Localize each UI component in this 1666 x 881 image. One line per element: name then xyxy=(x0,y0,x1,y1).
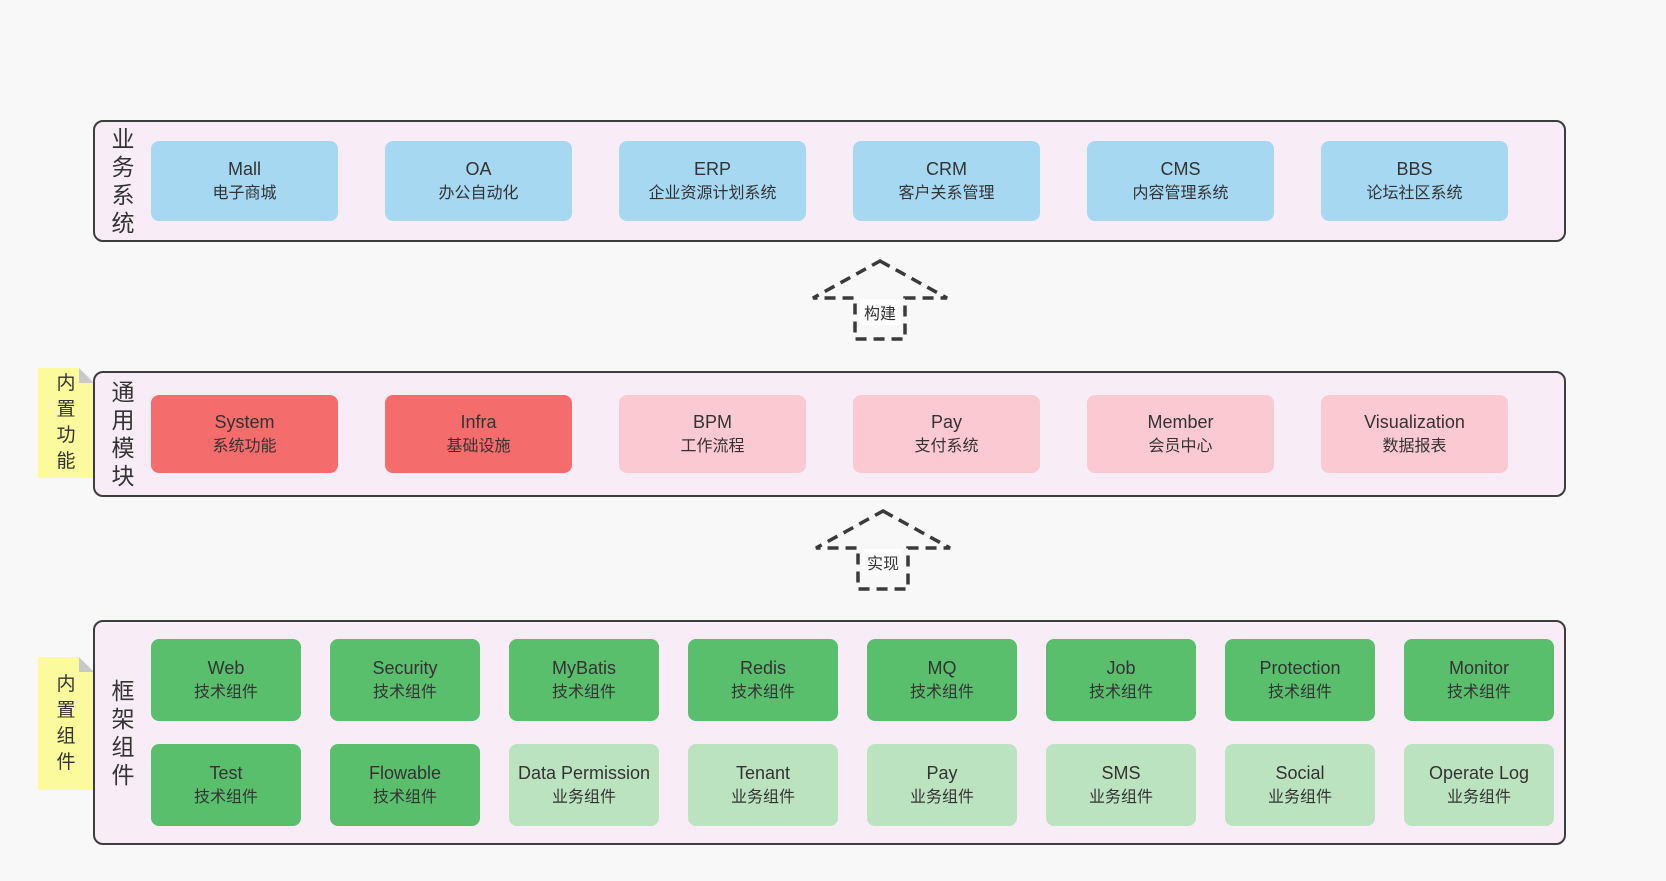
box-web: Web 技术组件 xyxy=(151,639,301,721)
arrow-build-label: 构建 xyxy=(859,299,901,325)
note-built-in-components: 内置组件 xyxy=(38,657,94,790)
panel-framework-components: 框架组件 Web 技术组件 Security 技术组件 MyBatis 技术组件… xyxy=(93,620,1566,845)
box-monitor: Monitor 技术组件 xyxy=(1404,639,1554,721)
box-mq: MQ 技术组件 xyxy=(867,639,1017,721)
box-crm: CRM 客户关系管理 xyxy=(853,141,1040,221)
box-tenant: Tenant 业务组件 xyxy=(688,744,838,826)
box-sms: SMS 业务组件 xyxy=(1046,744,1196,826)
box-infra: Infra 基础设施 xyxy=(385,395,572,473)
box-operate-log: Operate Log 业务组件 xyxy=(1404,744,1554,826)
component-row-1: Web 技术组件 Security 技术组件 MyBatis 技术组件 Redi… xyxy=(151,639,1564,721)
arrow-implement: 实现 xyxy=(813,508,953,592)
box-mall: Mall 电子商城 xyxy=(151,141,338,221)
note-built-in-features: 内置功能 xyxy=(38,368,94,478)
box-bpm: BPM 工作流程 xyxy=(619,395,806,473)
layer-label-components: 框架组件 xyxy=(111,677,135,788)
box-erp: ERP 企业资源计划系统 xyxy=(619,141,806,221)
folded-corner-icon xyxy=(79,368,94,383)
panel-business-systems: 业务系统 Mall 电子商城 OA 办公自动化 ERP 企业资源计划系统 CRM… xyxy=(93,120,1566,242)
component-boxes: Web 技术组件 Security 技术组件 MyBatis 技术组件 Redi… xyxy=(151,639,1564,826)
box-redis: Redis 技术组件 xyxy=(688,639,838,721)
box-oa: OA 办公自动化 xyxy=(385,141,572,221)
box-pay-module: Pay 支付系统 xyxy=(853,395,1040,473)
block-arrow-up-icon xyxy=(815,509,951,591)
panel-common-modules: 通用模块 System 系统功能 Infra 基础设施 BPM 工作流程 Pay… xyxy=(93,371,1566,497)
layer-label-modules: 通用模块 xyxy=(111,379,135,489)
box-flowable: Flowable 技术组件 xyxy=(330,744,480,826)
module-boxes: System 系统功能 Infra 基础设施 BPM 工作流程 Pay 支付系统… xyxy=(151,395,1564,473)
layer-label-business: 业务系统 xyxy=(111,126,135,236)
arrow-implement-label: 实现 xyxy=(862,549,904,575)
component-row-2: Test 技术组件 Flowable 技术组件 Data Permission … xyxy=(151,744,1564,826)
box-social: Social 业务组件 xyxy=(1225,744,1375,826)
box-protection: Protection 技术组件 xyxy=(1225,639,1375,721)
box-pay-component: Pay 业务组件 xyxy=(867,744,1017,826)
box-visualization: Visualization 数据报表 xyxy=(1321,395,1508,473)
box-bbs: BBS 论坛社区系统 xyxy=(1321,141,1508,221)
box-data-permission: Data Permission 业务组件 xyxy=(509,744,659,826)
arrow-build: 构建 xyxy=(810,258,950,342)
box-member: Member 会员中心 xyxy=(1087,395,1274,473)
box-mybatis: MyBatis 技术组件 xyxy=(509,639,659,721)
box-system: System 系统功能 xyxy=(151,395,338,473)
box-job: Job 技术组件 xyxy=(1046,639,1196,721)
block-arrow-up-icon xyxy=(812,259,948,341)
box-cms: CMS 内容管理系统 xyxy=(1087,141,1274,221)
folded-corner-icon xyxy=(79,657,94,672)
business-boxes: Mall 电子商城 OA 办公自动化 ERP 企业资源计划系统 CRM 客户关系… xyxy=(151,141,1564,221)
box-test: Test 技术组件 xyxy=(151,744,301,826)
box-security: Security 技术组件 xyxy=(330,639,480,721)
